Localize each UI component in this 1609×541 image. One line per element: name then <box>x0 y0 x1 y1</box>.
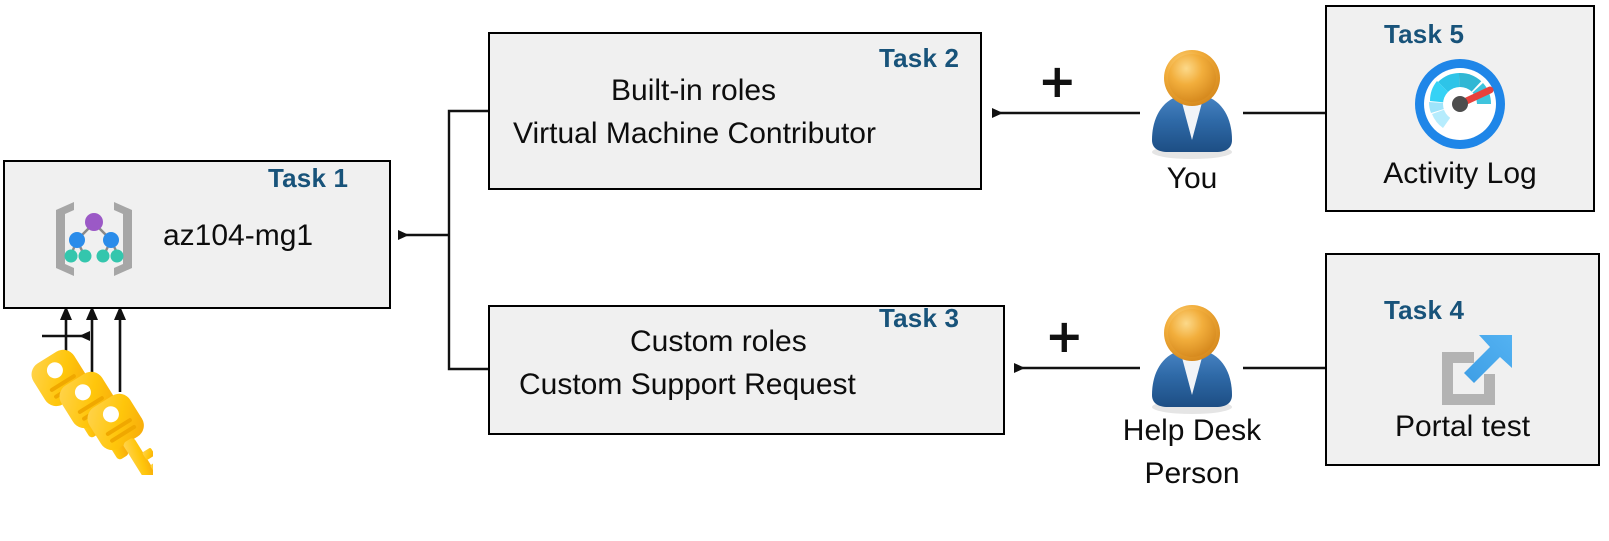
task3-line1: Custom roles <box>630 325 807 358</box>
task5-label: Task 5 <box>1384 19 1465 49</box>
task3-label: Task 3 <box>879 303 960 333</box>
task2-label: Task 2 <box>879 43 960 73</box>
task1-label: Task 1 <box>268 163 349 193</box>
plus-symbol-top: + <box>1038 54 1077 108</box>
task3-line2: Custom Support Request <box>519 368 856 401</box>
keys-icon <box>31 349 153 475</box>
management-group-icon <box>56 202 132 276</box>
task2-line2: Virtual Machine Contributor <box>513 117 876 150</box>
plus-symbol-bottom: + <box>1045 309 1084 363</box>
person-icon-you <box>1152 50 1232 159</box>
actor-you-label: You <box>1166 162 1218 195</box>
task4-label: Task 4 <box>1384 295 1465 325</box>
actor-helpdesk-label-line2: Person <box>1144 457 1240 490</box>
person-icon-helpdesk <box>1152 305 1232 414</box>
external-link-icon <box>1442 335 1512 405</box>
task1-text: az104-mg1 <box>163 219 314 252</box>
task2-box[interactable] <box>488 32 982 190</box>
task2-line1: Built-in roles <box>611 74 777 107</box>
task5-text: Activity Log <box>1383 157 1537 190</box>
task5-box[interactable] <box>1325 5 1595 212</box>
task1-box[interactable] <box>3 160 391 309</box>
task3-box[interactable] <box>488 305 1005 435</box>
connector-roles-to-mg <box>398 109 488 371</box>
actor-helpdesk-label-line1: Help Desk <box>1122 414 1262 447</box>
gauge-icon <box>1415 59 1505 149</box>
task4-text: Portal test <box>1394 410 1531 443</box>
